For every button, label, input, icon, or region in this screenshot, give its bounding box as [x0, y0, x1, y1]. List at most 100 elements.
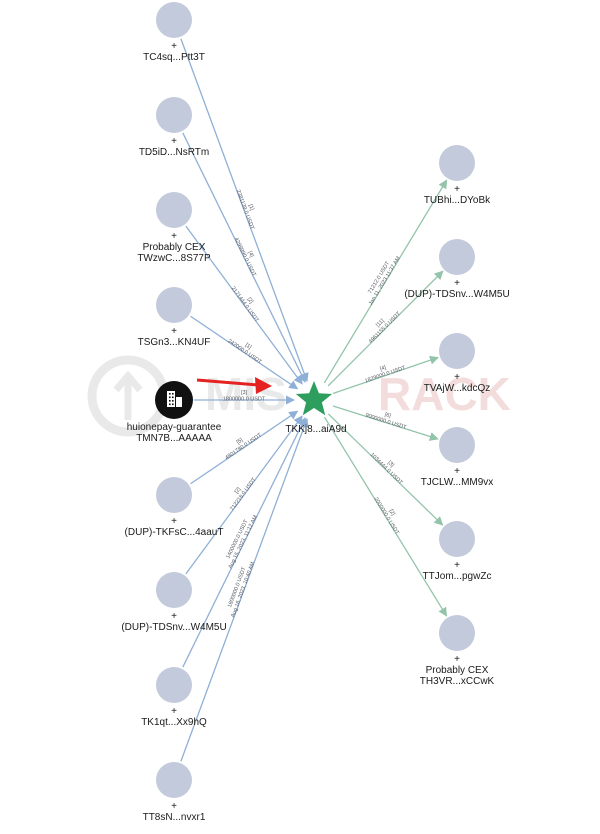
center-node[interactable]: TKKj8...aiA9d — [285, 381, 347, 435]
edge-label-line: 1800000.0 USDT — [223, 396, 266, 402]
address-node-label: TD5iD...NsRTm — [139, 147, 209, 158]
incoming-edge-tkfsc[interactable] — [190, 410, 299, 485]
address-node-tk1qt[interactable]: +TK1qt...Xx9hQ — [141, 667, 207, 728]
edge-label-line: [1] — [244, 342, 253, 351]
expand-plus[interactable]: + — [171, 801, 177, 812]
outgoing-edge-ttjom-label: [3]1034444.0 USDT — [369, 452, 404, 486]
incoming-edge-tsgn3[interactable] — [190, 315, 299, 390]
outgoing-edge-tdsnv-right[interactable] — [327, 270, 444, 387]
building-icon-window — [172, 403, 174, 406]
address-node-label: TTJom...pgwZc — [423, 571, 492, 582]
address-node-circle — [439, 427, 475, 463]
incoming-edge-tsgn3-label: [1]242000.0 USDT — [226, 338, 263, 365]
address-node-tt8sn[interactable]: +TT8sN...nvxr1 — [143, 762, 206, 823]
address-node-label: (DUP)-TKFsC...4aauT — [125, 527, 224, 538]
edge-label-line: [3] — [386, 460, 395, 469]
address-node-label: TJCLW...MM9vx — [421, 477, 494, 488]
address-node-circle — [156, 192, 192, 228]
expand-plus[interactable]: + — [454, 278, 460, 289]
edge-label-line: [2] — [234, 486, 243, 495]
address-node-label: huionepay-guarantee — [127, 422, 222, 433]
watermark-arrow-icon — [113, 370, 143, 420]
expand-plus[interactable]: + — [171, 516, 177, 527]
edge-label-line: [11] — [375, 318, 386, 329]
address-node-tsgn3[interactable]: +TSGn3...KN4UF — [138, 287, 211, 348]
expand-plus[interactable]: + — [454, 372, 460, 383]
expand-plus[interactable]: + — [171, 136, 177, 147]
address-node-label: TH3VR...xCCwK — [420, 676, 495, 687]
address-node-tvajw[interactable]: +TVAjW...kdcQz — [424, 333, 491, 394]
address-node-td5id[interactable]: +TD5iD...NsRTm — [139, 97, 209, 158]
incoming-edge-twzwc-label: [2]2171444.0 USDT — [230, 286, 260, 324]
address-node-circle — [439, 521, 475, 557]
address-node-circle — [439, 615, 475, 651]
address-node-circle — [156, 477, 192, 513]
address-node-tdsnv-left[interactable]: +(DUP)-TDSnv...W4M5U — [121, 572, 227, 633]
address-node-tdsnv-right[interactable]: +(DUP)-TDSnv...W4M5U — [404, 239, 510, 300]
node-layer: +TC4sq...Ptt3T+TD5iD...NsRTm+Probably CE… — [121, 2, 510, 823]
building-icon-window — [169, 403, 171, 406]
outgoing-edge-th3vr-label: [2]2000000.0 USDT — [372, 496, 400, 536]
address-node-label: (DUP)-TDSnv...W4M5U — [404, 289, 509, 300]
incoming-edge-td5id-label: [4]4299990.0 USDT — [233, 237, 257, 278]
building-icon-annex — [176, 397, 182, 407]
expand-plus[interactable]: + — [171, 231, 177, 242]
address-node-label: TMN7B...AAAAA — [136, 433, 212, 444]
address-node-circle — [156, 2, 192, 38]
address-node-tc4sq[interactable]: +TC4sq...Ptt3T — [143, 2, 205, 63]
edge-label-line: [2] — [246, 296, 255, 305]
address-node-label: TVAjW...kdcQz — [424, 383, 491, 394]
expand-plus[interactable]: + — [454, 466, 460, 477]
incoming-edge-tdsnv-left[interactable] — [185, 415, 303, 575]
incoming-edge-twzwc[interactable] — [185, 225, 303, 385]
outgoing-edge-tjclw[interactable] — [332, 405, 439, 441]
address-node-label: TK1qt...Xx9hQ — [141, 717, 207, 728]
incoming-edge-tk1qt[interactable] — [182, 417, 306, 668]
edge-label-line: 4961155.0 USDT — [368, 311, 402, 345]
outgoing-edge-ttjom[interactable] — [327, 413, 444, 526]
address-node-label: TSGn3...KN4UF — [138, 337, 211, 348]
expand-plus[interactable]: + — [454, 184, 460, 195]
expand-plus[interactable]: + — [171, 41, 177, 52]
incoming-edge-tc4sq-label: [1]2381139.0 USDT — [235, 189, 255, 231]
expand-plus[interactable]: + — [171, 326, 177, 337]
expand-plus[interactable]: + — [171, 611, 177, 622]
incoming-edge-tkfsc-label: [5]4801780.0 USDT — [224, 432, 263, 461]
outgoing-edge-tdsnv-right-label: [11]4961155.0 USDT — [368, 311, 402, 345]
address-node-circle — [156, 97, 192, 133]
outgoing-edge-th3vr[interactable] — [323, 416, 448, 617]
address-node-circle — [439, 239, 475, 275]
address-node-label: Probably CEX — [143, 242, 206, 253]
address-node-tubhi[interactable]: +TUBhi...DYoBk — [424, 145, 491, 206]
outgoing-edge-tvajw[interactable] — [332, 355, 439, 395]
edge-label-line: [1] — [247, 204, 255, 212]
outgoing-edge-tubhi[interactable] — [323, 179, 448, 384]
address-node-ttjom[interactable]: +TTJom...pgwZc — [423, 521, 492, 582]
incoming-edge-tc4sq[interactable] — [180, 38, 309, 383]
watermark-text-right: RACK — [378, 368, 511, 420]
address-node-tjclw[interactable]: +TJCLW...MM9vx — [421, 427, 494, 488]
incoming-edge-huionepay-label: [3]1800000.0 USDT — [223, 390, 266, 403]
address-node-label: TUBhi...DYoBk — [424, 195, 491, 206]
edge-label-line: [6] — [384, 412, 392, 420]
star-icon — [295, 381, 333, 416]
expand-plus[interactable]: + — [454, 654, 460, 665]
edge-layer — [180, 38, 448, 762]
center-node-label: TKKj8...aiA9d — [285, 424, 346, 435]
expand-plus[interactable]: + — [454, 560, 460, 571]
incoming-edge-td5id[interactable] — [182, 132, 306, 383]
incoming-edge-tt8sn[interactable] — [180, 417, 309, 762]
address-node-circle — [156, 762, 192, 798]
expand-plus[interactable]: + — [171, 706, 177, 717]
highlight-arrow — [196, 377, 272, 394]
address-node-label: TT8sN...nvxr1 — [143, 812, 206, 823]
address-node-tkfsc[interactable]: +(DUP)-TKFsC...4aauT — [125, 477, 224, 538]
edge-label-line: 2171444.0 USDT — [230, 286, 260, 324]
building-icon-window — [172, 396, 174, 399]
